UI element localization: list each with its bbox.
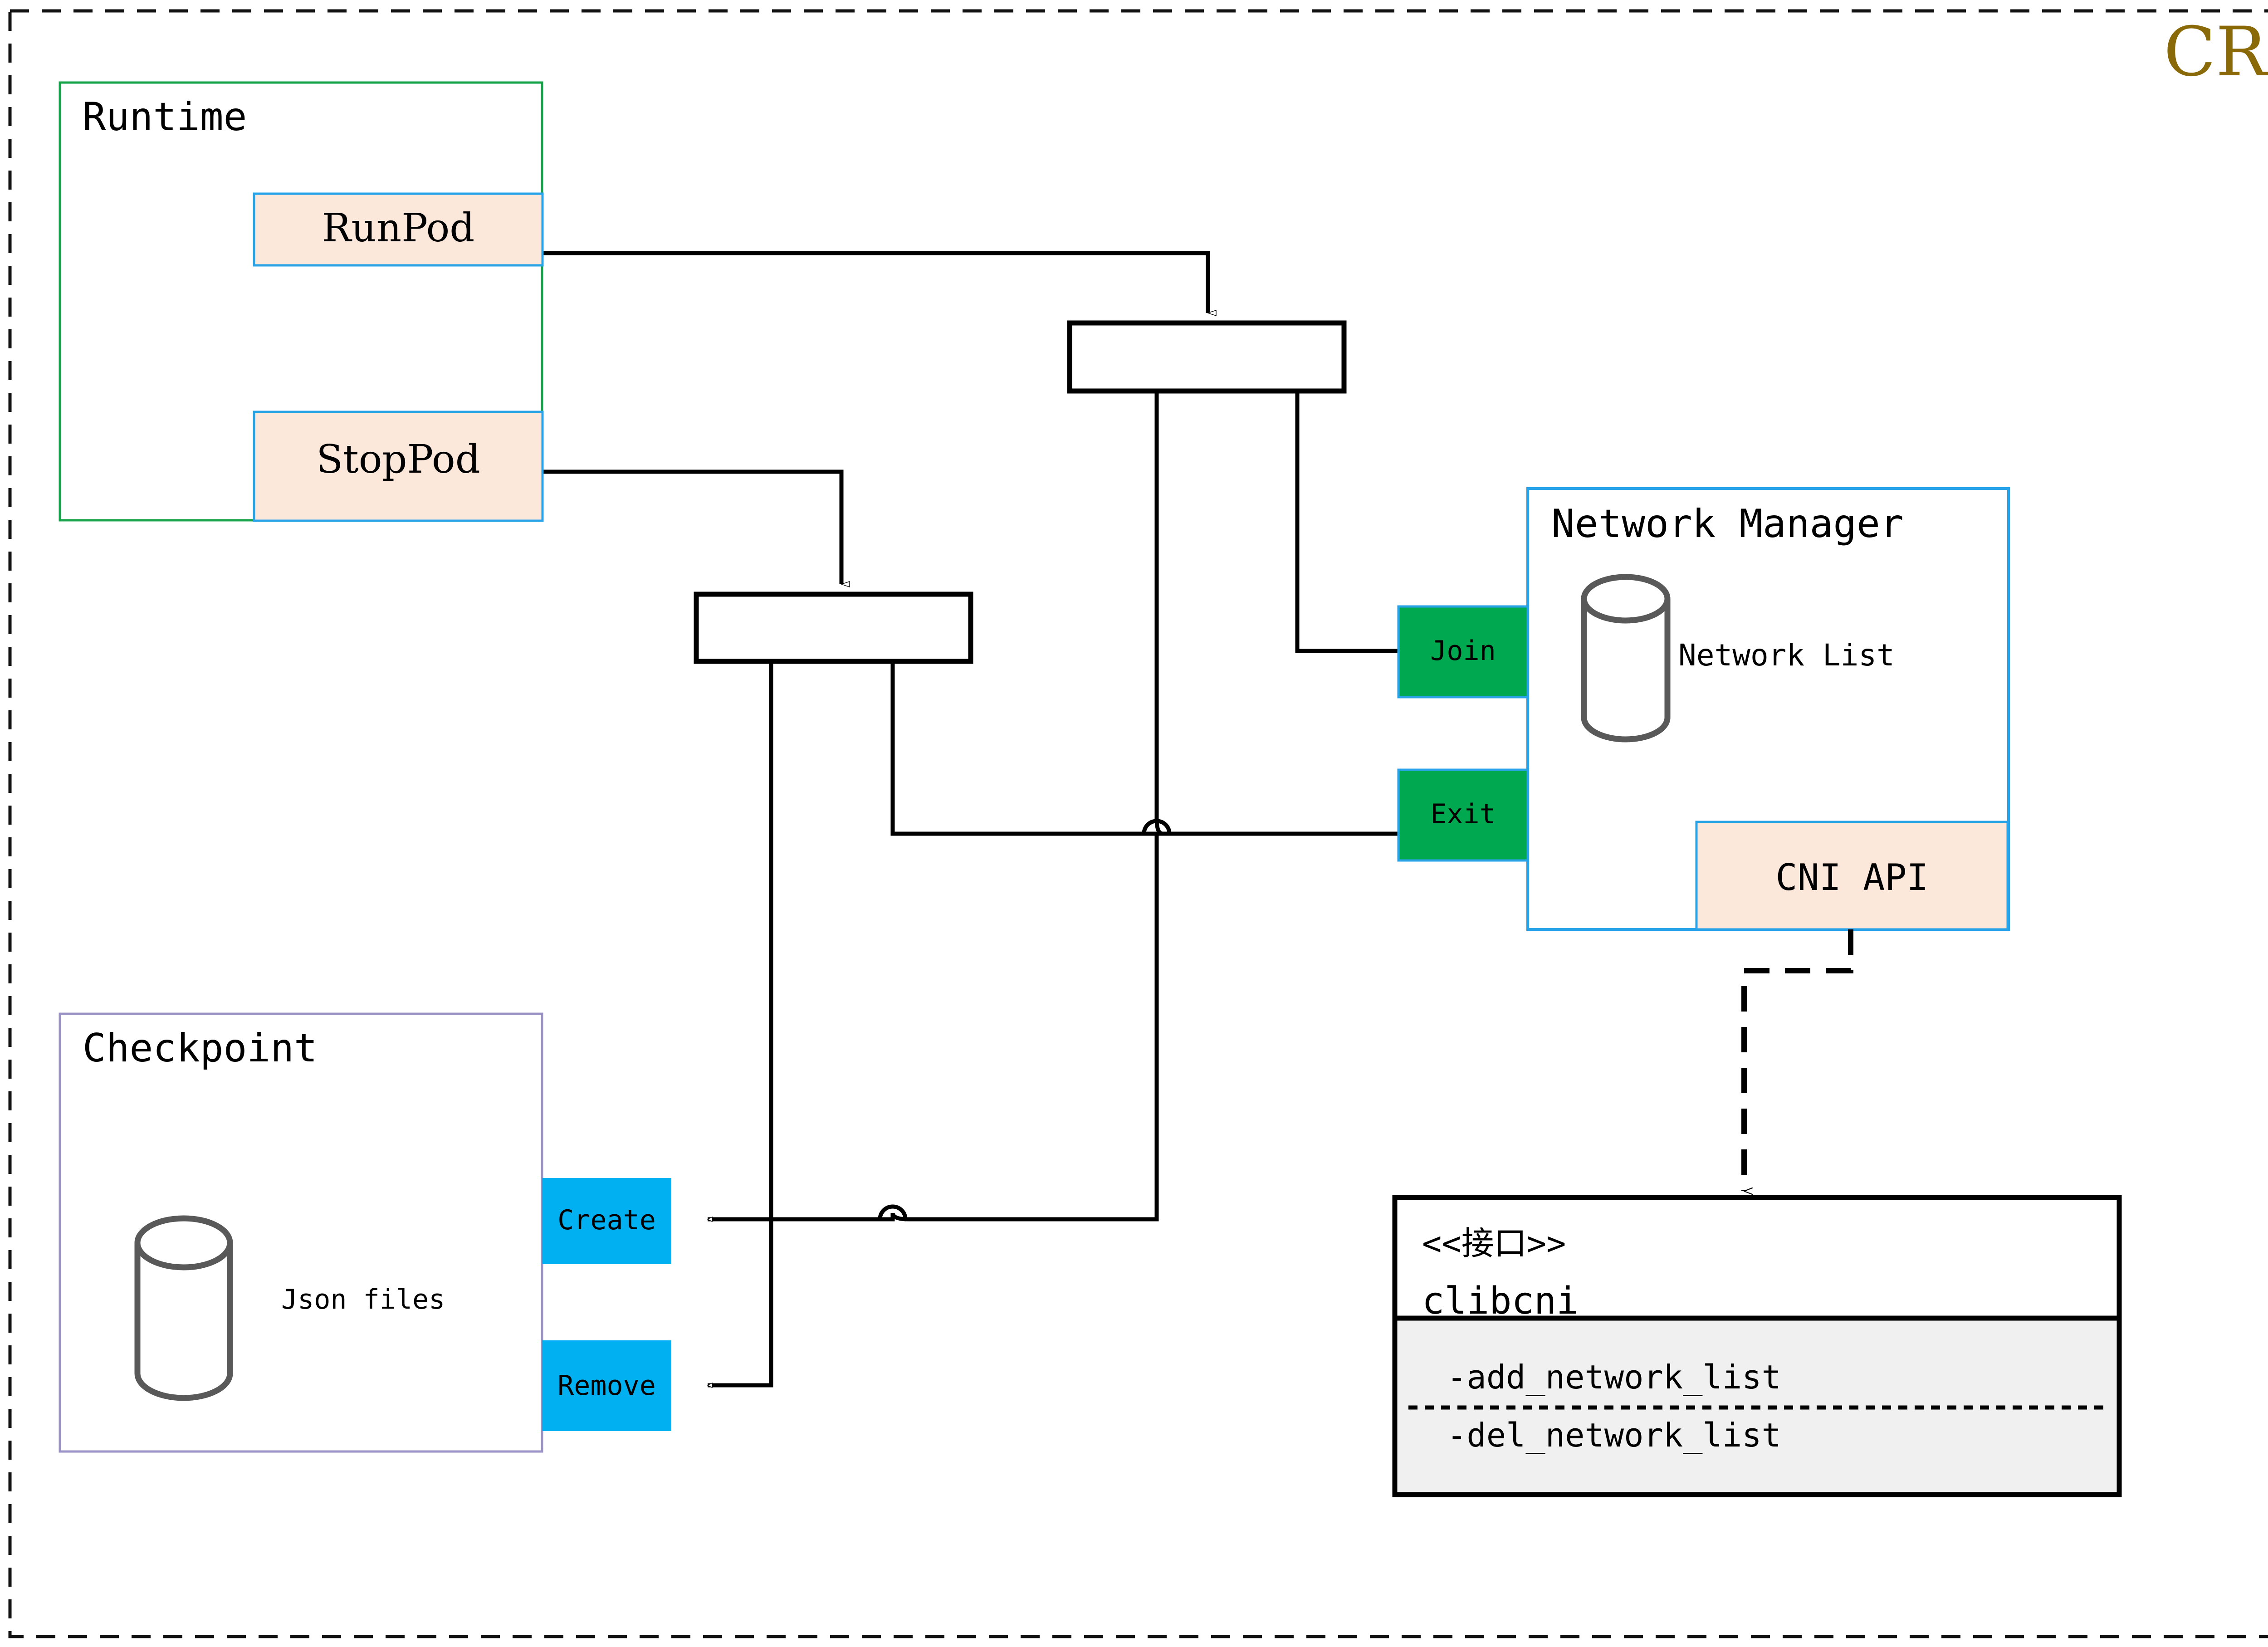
stoppod-label: StopPod bbox=[316, 437, 480, 482]
clibcni-name: clibcni bbox=[1422, 1280, 1579, 1323]
edge-stoppod-to-fork bbox=[542, 469, 841, 584]
remove-label: Remove bbox=[557, 1370, 656, 1402]
json-files-label: Json files bbox=[281, 1284, 445, 1315]
network-list-cylinder-icon bbox=[1581, 574, 1671, 743]
clibcni-method-del: -del_network_list bbox=[1447, 1416, 1781, 1454]
cni-api-label: CNI API bbox=[1775, 856, 1929, 899]
line-hop-exit-crossing bbox=[1142, 819, 1172, 836]
runpod-box[interactable] bbox=[253, 192, 544, 267]
clibcni-method-compartment bbox=[1398, 1318, 2116, 1492]
create-label: Create bbox=[557, 1204, 656, 1236]
network-list-label: Network List bbox=[1678, 638, 1895, 673]
edge-cni-api-to-clibcni bbox=[1741, 929, 1853, 1191]
stoppod-box[interactable] bbox=[253, 411, 544, 522]
runtime-package-title: Runtime bbox=[83, 94, 247, 140]
join-box[interactable] bbox=[1397, 605, 1529, 699]
runpod-label: RunPod bbox=[322, 205, 475, 251]
edge-fork-runpod-left bbox=[708, 391, 1163, 1219]
network-manager-title: Network Manager bbox=[1551, 501, 1904, 547]
cni-api-box[interactable] bbox=[1695, 821, 2009, 931]
join-label: Join bbox=[1430, 635, 1496, 667]
fork-bar-runpod bbox=[1067, 320, 1347, 394]
diagram-frame bbox=[8, 9, 2268, 1638]
create-box[interactable] bbox=[542, 1178, 671, 1264]
exit-label: Exit bbox=[1430, 798, 1496, 830]
exit-box[interactable] bbox=[1397, 768, 1529, 862]
clibcni-stereotype: <<接口>> bbox=[1422, 1224, 1566, 1262]
remove-box[interactable] bbox=[542, 1340, 671, 1431]
line-hop-create-crossing bbox=[878, 1204, 908, 1222]
clibcni-method-add: -add_network_list bbox=[1447, 1358, 1781, 1396]
diagram-title: CRI bbox=[2164, 13, 2268, 92]
json-files-cylinder-icon bbox=[134, 1215, 233, 1401]
edge-fork-stoppod-right bbox=[890, 660, 1452, 834]
edge-fork-stoppod-left bbox=[708, 660, 773, 1385]
fork-bar-stoppod bbox=[694, 591, 973, 664]
checkpoint-package-title: Checkpoint bbox=[83, 1026, 318, 1071]
edge-runpod-to-fork bbox=[542, 251, 1208, 313]
checkpoint-package bbox=[59, 1012, 543, 1453]
